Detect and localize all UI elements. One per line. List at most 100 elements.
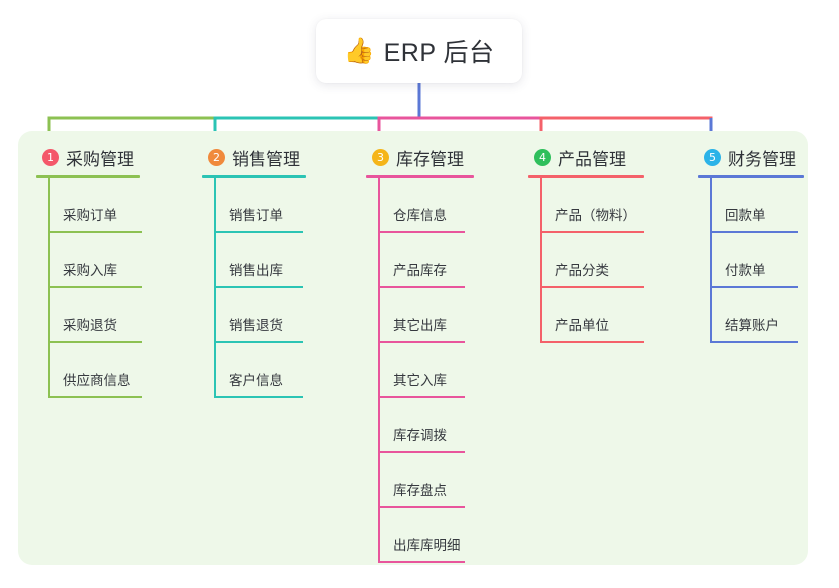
leaf-rule	[712, 286, 798, 288]
leaf-rule	[542, 341, 644, 343]
column-header-rule-3	[366, 175, 474, 178]
leaf-label: 其它出库	[393, 318, 447, 333]
branch-spine-1	[48, 178, 50, 398]
leaf-node[interactable]: 结算账户	[712, 288, 804, 343]
leaf-node[interactable]: 产品（物料）	[542, 178, 644, 233]
leaf-label: 付款单	[725, 263, 766, 278]
column-header-rule-5	[698, 175, 804, 178]
column-badge-4: 4	[534, 148, 551, 166]
leaf-node[interactable]: 销售退货	[216, 288, 306, 343]
leaf-label: 库存调拨	[393, 428, 447, 443]
leaf-node[interactable]: 仓库信息	[380, 178, 474, 233]
leaf-label: 采购入库	[63, 263, 117, 278]
leaf-rule	[216, 341, 303, 343]
leaf-rule	[712, 341, 798, 343]
leaf-label: 产品（物料）	[555, 208, 636, 223]
column-badge-3: 3	[372, 148, 389, 166]
leaf-node[interactable]: 付款单	[712, 233, 804, 288]
leaf-rule	[380, 561, 465, 563]
branch-5: 回款单付款单结算账户	[698, 178, 804, 343]
leaf-node[interactable]: 供应商信息	[50, 343, 142, 398]
leaf-node[interactable]: 出库库明细	[380, 508, 474, 563]
branch-3: 仓库信息产品库存其它出库其它入库库存调拨库存盘点出库库明细	[366, 178, 474, 563]
root-node[interactable]: 👍 ERP 后台	[316, 19, 522, 83]
leaf-rule	[380, 286, 465, 288]
column-5: 5 财务管理回款单付款单结算账户	[698, 145, 804, 343]
column-badge-5: 5	[704, 148, 721, 166]
leaf-rule	[380, 506, 465, 508]
leaf-node[interactable]: 回款单	[712, 178, 804, 233]
thumbs-up-icon: 👍	[343, 36, 375, 65]
leaf-rule	[216, 286, 303, 288]
leaf-label: 供应商信息	[63, 373, 131, 388]
column-title-3: 库存管理	[396, 149, 464, 169]
column-header-5[interactable]: 5 财务管理	[698, 145, 804, 169]
column-2: 2 销售管理销售订单销售出库销售退货客户信息	[202, 145, 306, 398]
leaf-label: 采购退货	[63, 318, 117, 333]
leaf-node[interactable]: 客户信息	[216, 343, 306, 398]
column-header-2[interactable]: 2 销售管理	[202, 145, 306, 169]
leaf-node[interactable]: 产品库存	[380, 233, 474, 288]
column-3: 3 库存管理仓库信息产品库存其它出库其它入库库存调拨库存盘点出库库明细	[366, 145, 474, 563]
leaf-rule	[50, 231, 142, 233]
leaf-label: 销售出库	[229, 263, 283, 278]
branch-4: 产品（物料） 产品分类产品单位	[528, 178, 644, 343]
leaf-node[interactable]: 采购退货	[50, 288, 142, 343]
leaf-label: 库存盘点	[393, 483, 447, 498]
leaf-node[interactable]: 产品分类	[542, 233, 644, 288]
leaf-label: 采购订单	[63, 208, 117, 223]
leaf-label: 销售订单	[229, 208, 283, 223]
leaf-node[interactable]: 其它出库	[380, 288, 474, 343]
column-title-4: 产品管理	[558, 149, 626, 169]
leaf-rule	[216, 231, 303, 233]
leaf-label: 出库库明细	[393, 538, 461, 553]
leaf-label: 回款单	[725, 208, 766, 223]
column-4: 4 产品管理产品（物料） 产品分类产品单位	[528, 145, 644, 343]
leaf-rule	[712, 231, 798, 233]
column-1: 1 采购管理采购订单采购入库采购退货供应商信息	[36, 145, 142, 398]
leaf-rule	[542, 286, 644, 288]
leaf-node[interactable]: 库存调拨	[380, 398, 474, 453]
leaf-rule	[380, 451, 465, 453]
branch-spine-5	[710, 178, 712, 343]
column-header-4[interactable]: 4 产品管理	[528, 145, 644, 169]
leaf-node[interactable]: 产品单位	[542, 288, 644, 343]
column-header-3[interactable]: 3 库存管理	[366, 145, 474, 169]
leaf-node[interactable]: 其它入库	[380, 343, 474, 398]
diagram-panel	[18, 131, 808, 565]
leaf-label: 客户信息	[229, 373, 283, 388]
column-badge-1: 1	[42, 148, 59, 166]
column-header-rule-4	[528, 175, 644, 178]
column-badge-2: 2	[208, 148, 225, 166]
leaf-node[interactable]: 采购订单	[50, 178, 142, 233]
leaf-label: 结算账户	[725, 318, 779, 333]
branch-spine-3	[378, 178, 380, 563]
leaf-rule	[50, 341, 142, 343]
leaf-label: 销售退货	[229, 318, 283, 333]
leaf-node[interactable]: 采购入库	[50, 233, 142, 288]
leaf-rule	[380, 341, 465, 343]
leaf-rule	[216, 396, 303, 398]
leaf-node[interactable]: 销售订单	[216, 178, 306, 233]
root-title: ERP 后台	[383, 39, 495, 67]
leaf-label: 其它入库	[393, 373, 447, 388]
branch-1: 采购订单采购入库采购退货供应商信息	[36, 178, 142, 398]
leaf-rule	[380, 396, 465, 398]
leaf-rule	[542, 231, 644, 233]
branch-2: 销售订单销售出库销售退货客户信息	[202, 178, 306, 398]
leaf-rule	[50, 286, 142, 288]
column-header-rule-2	[202, 175, 306, 178]
leaf-rule	[50, 396, 142, 398]
leaf-label: 产品单位	[555, 318, 609, 333]
leaf-rule	[380, 231, 465, 233]
leaf-label: 产品分类	[555, 263, 609, 278]
column-title-1: 采购管理	[66, 149, 134, 169]
branch-spine-4	[540, 178, 542, 343]
leaf-node[interactable]: 库存盘点	[380, 453, 474, 508]
leaf-node[interactable]: 销售出库	[216, 233, 306, 288]
column-header-1[interactable]: 1 采购管理	[36, 145, 140, 169]
column-title-5: 财务管理	[728, 149, 796, 169]
leaf-label: 仓库信息	[393, 208, 447, 223]
column-title-2: 销售管理	[232, 149, 300, 169]
